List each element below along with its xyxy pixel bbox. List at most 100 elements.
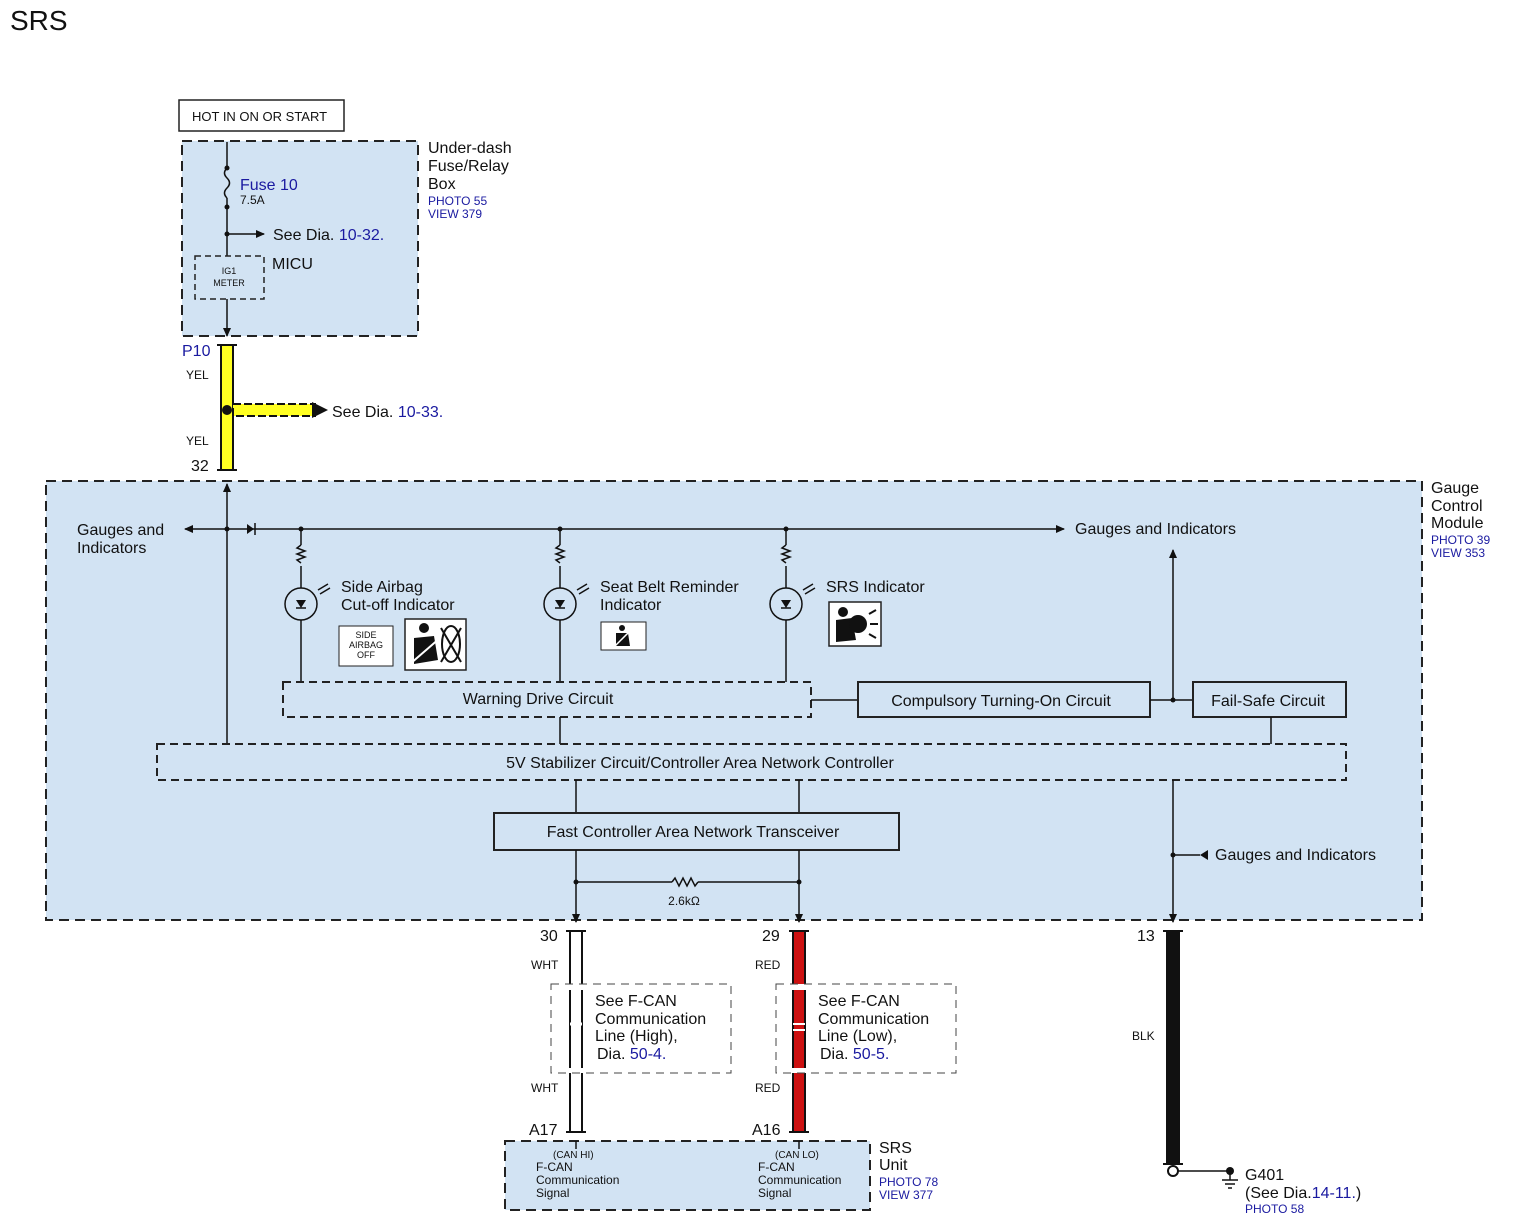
fuse-icon <box>223 167 231 199</box>
srs-unit-label-2: Unit <box>879 1157 908 1174</box>
blk-wire <box>1166 930 1180 1165</box>
compulsory-turning-on-label: Compulsory Turning-On Circuit <box>891 693 1111 710</box>
branch-arrow-icon <box>312 402 328 418</box>
seat-belt-label-2: Indicator <box>600 597 662 614</box>
can-high-note-3: Line (High), <box>595 1028 678 1045</box>
can-low-note-3: Line (Low), <box>818 1028 897 1045</box>
can-low-note-2: Communication <box>818 1011 929 1028</box>
pin-30: 30 <box>540 928 558 945</box>
can-lo-line-1: F-CAN <box>758 1160 795 1174</box>
blk-label: BLK <box>1132 1029 1155 1043</box>
ground-close-paren: ) <box>1356 1185 1361 1202</box>
wht-label-1: WHT <box>531 958 559 972</box>
ground-dia: Dia. <box>1283 1185 1311 1202</box>
hot-label: HOT IN ON OR START <box>192 109 327 124</box>
seat-belt-indicator-circuit <box>543 526 590 682</box>
gcm-label-2: Control <box>1431 498 1483 515</box>
ig1-label: IG1 <box>222 266 237 276</box>
yel-label-2: YEL <box>186 434 209 448</box>
resistor-value: 2.6kΩ <box>668 894 700 908</box>
side-airbag-label-1: Side Airbag <box>341 579 423 596</box>
dia-50-4-link[interactable]: 50-4. <box>630 1046 666 1063</box>
arrow-icon <box>1200 850 1208 860</box>
can-hi-tag: (CAN HI) <box>553 1150 594 1161</box>
pin-13: 13 <box>1137 928 1155 945</box>
gcm-label-3: Module <box>1431 515 1484 532</box>
gauges-indicators-right: Gauges and Indicators <box>1075 521 1236 538</box>
fuse-box-label-2: Fuse/Relay <box>428 158 509 175</box>
svg-text:See Dia. 10-33.: See Dia. 10-33. <box>332 404 443 421</box>
srs-unit-label-1: SRS <box>879 1140 912 1157</box>
light-emission-icon <box>576 583 590 595</box>
dia-50-5-link[interactable]: 50-5. <box>853 1046 889 1063</box>
svg-text:Dia. 50-4.: Dia. 50-4. <box>597 1046 666 1063</box>
transceiver-label: Fast Controller Area Network Transceiver <box>547 824 840 841</box>
light-emission-icon <box>802 583 816 595</box>
yel-label-1: YEL <box>186 368 209 382</box>
can-lo-line-2: Communication <box>758 1173 841 1187</box>
can-low-dia: Dia. <box>820 1046 848 1063</box>
fail-safe-label: Fail-Safe Circuit <box>1211 693 1325 710</box>
light-emission-icon <box>317 583 331 595</box>
side-airbag-label-2: Cut-off Indicator <box>341 597 455 614</box>
see-dia-10-32-link[interactable]: 10-32. <box>339 227 384 244</box>
see-dia-10-33-link[interactable]: 10-33. <box>398 404 443 421</box>
gauges-indicators-bottom: Gauges and Indicators <box>1215 847 1376 864</box>
seat-airbag-off-pictogram-icon <box>404 618 467 671</box>
ground-symbol-icon <box>1222 1171 1238 1189</box>
srs-unit <box>504 1140 871 1211</box>
seat-belt-label-1: Seat Belt Reminder <box>600 579 739 596</box>
seat-belt-icon <box>600 621 647 651</box>
can-high-note-2: Communication <box>595 1011 706 1028</box>
gcm-photo-link[interactable]: PHOTO 39 <box>1431 533 1490 547</box>
gcm-view-link[interactable]: VIEW 353 <box>1431 546 1485 560</box>
pin-a17: A17 <box>529 1122 558 1139</box>
under-dash-fuse-box <box>181 140 419 337</box>
fast-can-transceiver-box <box>493 812 900 851</box>
svg-text:See Dia. 10-32.: See Dia. 10-32. <box>273 227 384 244</box>
ground-g401: G401 <box>1245 1167 1284 1184</box>
stabilizer-label: 5V Stabilizer Circuit/Controller Area Ne… <box>506 755 894 772</box>
srs-unit-photo-link[interactable]: PHOTO 78 <box>879 1175 938 1189</box>
gauges-indicators-left-2: Indicators <box>77 540 146 557</box>
see-dia-prefix-2: See Dia. <box>332 404 393 421</box>
can-lo-line-3: Signal <box>758 1186 791 1200</box>
srs-indicator-circuit <box>769 526 816 682</box>
wht-label-2: WHT <box>531 1081 559 1095</box>
gcm-label-1: Gauge <box>1431 480 1479 497</box>
svg-text:Dia. 50-5.: Dia. 50-5. <box>820 1046 889 1063</box>
diagram-title: SRS <box>10 5 68 36</box>
ground-photo-link[interactable]: PHOTO 58 <box>1245 1202 1304 1216</box>
fuse-box-photo-link[interactable]: PHOTO 55 <box>428 194 487 208</box>
airbag-pictogram-icon <box>828 601 882 647</box>
srs-unit-view-link[interactable]: VIEW 377 <box>879 1188 933 1202</box>
red-label-2: RED <box>755 1081 781 1095</box>
pin-32: 32 <box>191 458 209 475</box>
fail-safe-circuit-box <box>1192 681 1347 718</box>
sab-icon-text-2: AIRBAG <box>349 640 383 650</box>
svg-text:(See Dia.14-11.): (See Dia.14-11.) <box>1245 1185 1361 1202</box>
fuse-box-label-1: Under-dash <box>428 140 512 157</box>
resistor-icon <box>671 876 699 888</box>
pin-29: 29 <box>762 928 780 945</box>
side-airbag-off-icon <box>338 625 394 667</box>
pin-a16: A16 <box>752 1122 781 1139</box>
dia-14-11-link[interactable]: 14-11. <box>1312 1185 1356 1202</box>
can-hi-line-3: Signal <box>536 1186 569 1200</box>
fuse-10-label: Fuse 10 <box>240 177 298 194</box>
can-hi-line-2: Communication <box>536 1173 619 1187</box>
connector-p10: P10 <box>182 343 211 360</box>
can-high-dia: Dia. <box>597 1046 625 1063</box>
fuse-rating: 7.5A <box>240 193 265 207</box>
see-dia-prefix-1: See Dia. <box>273 227 334 244</box>
stabilizer-can-controller-box <box>156 743 1347 781</box>
red-label-1: RED <box>755 958 781 972</box>
can-lo-tag: (CAN LO) <box>775 1150 819 1161</box>
fuse-box-view-link[interactable]: VIEW 379 <box>428 207 482 221</box>
warning-drive-circuit-label: Warning Drive Circuit <box>463 691 614 708</box>
ig1-meter-box <box>194 255 265 300</box>
sab-icon-text-3: OFF <box>357 650 375 660</box>
diode-icon <box>247 524 254 534</box>
meter-label: METER <box>213 278 245 288</box>
